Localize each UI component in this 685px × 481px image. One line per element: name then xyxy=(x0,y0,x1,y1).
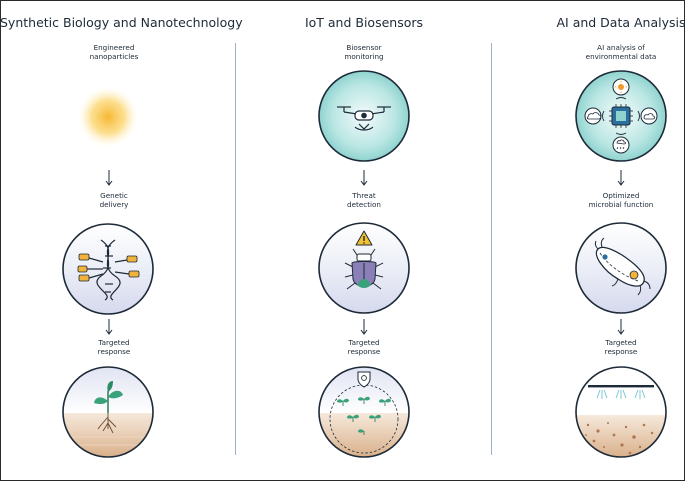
arrow-down-icon xyxy=(617,170,625,186)
arrow-down-icon xyxy=(360,319,368,335)
column-synthetic-biology: Synthetic Biology and Nanotechnology Eng… xyxy=(0,0,243,479)
arrow-down-icon xyxy=(105,170,113,186)
drone-icon xyxy=(318,70,410,162)
column-divider-2 xyxy=(491,43,492,455)
microbe-icon xyxy=(575,222,667,314)
ai-chip-network-icon xyxy=(575,70,667,162)
sprouting-plant-icon xyxy=(62,366,154,458)
arrow-down-icon xyxy=(617,319,625,335)
beetle-warning-icon xyxy=(318,222,410,314)
column-title: Synthetic Biology and Nanotechnology xyxy=(0,15,243,30)
soil-sprinkler-icon xyxy=(575,366,667,458)
column-title: IoT and Biosensors xyxy=(304,15,424,30)
arrow-down-icon xyxy=(105,319,113,335)
column-divider-1 xyxy=(235,43,236,455)
arrow-down-icon xyxy=(360,170,368,186)
glowing-nanoparticle-icon xyxy=(78,87,138,147)
column-title: AI and Data Analysis xyxy=(556,15,685,30)
dna-delivery-icon xyxy=(62,223,154,315)
protected-field-icon xyxy=(318,366,410,458)
